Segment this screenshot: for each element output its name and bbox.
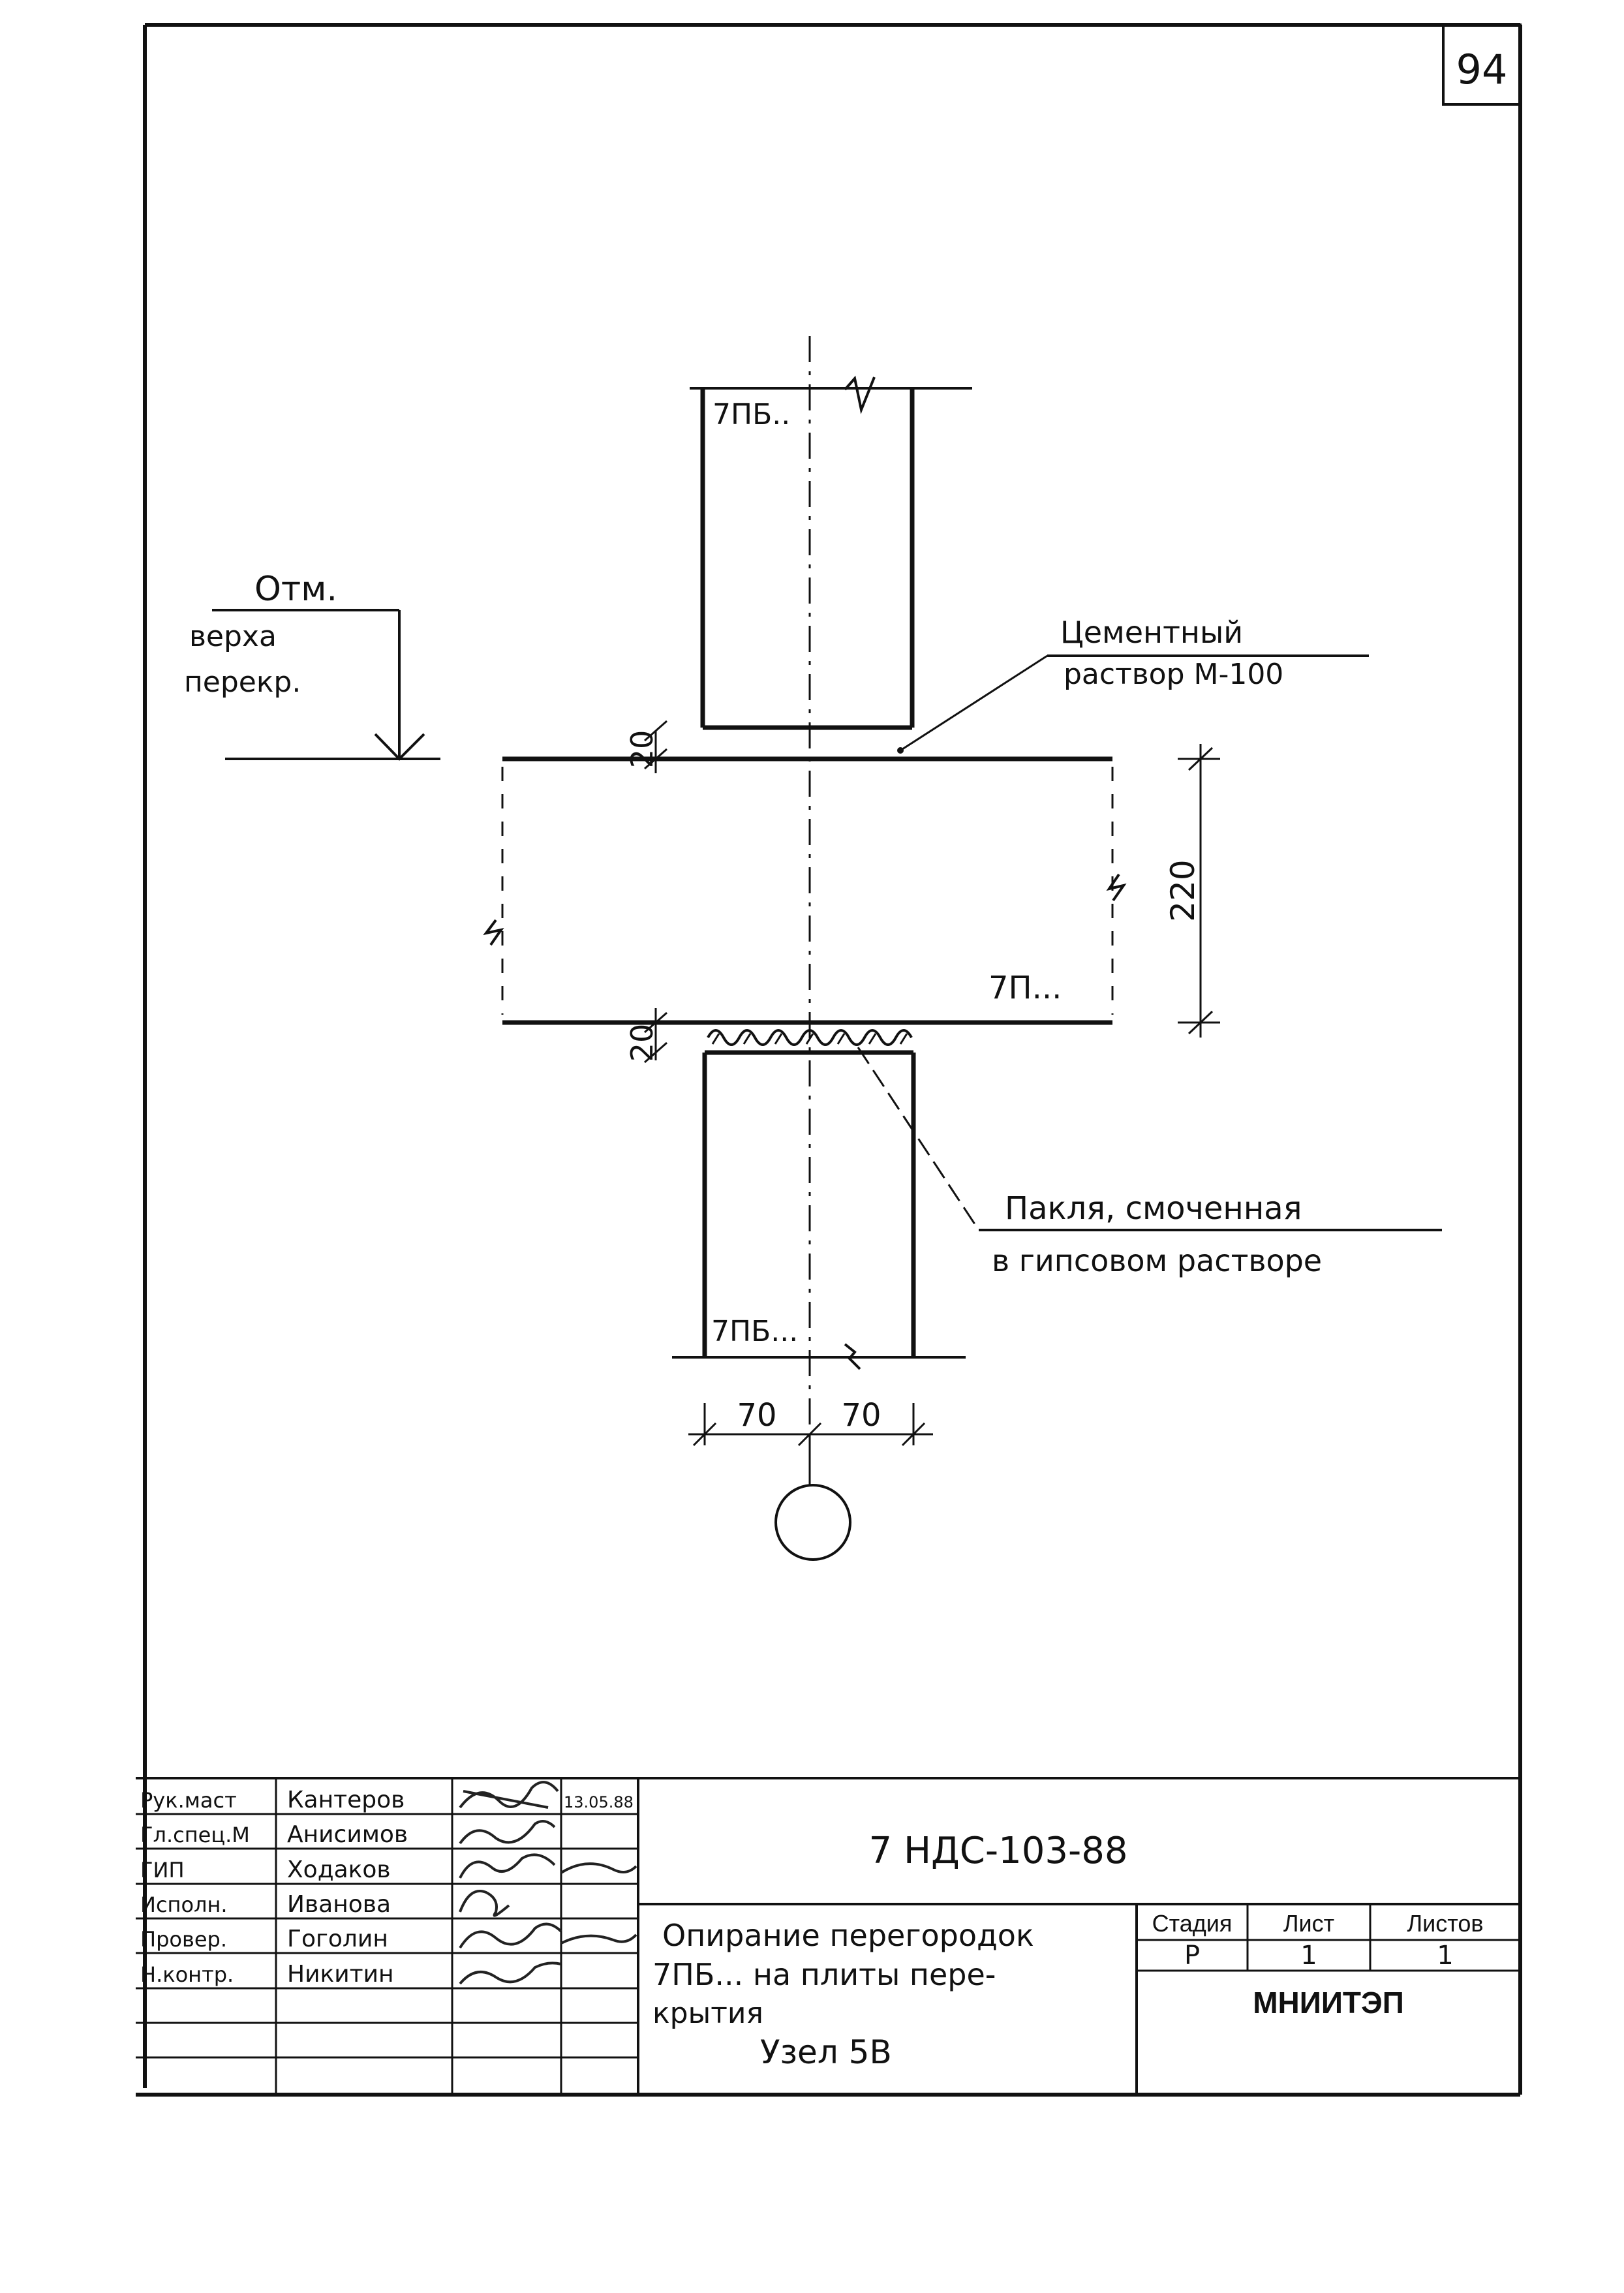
floor-slab: 7П... — [483, 756, 1127, 1025]
dim-bottom-gap: 20 — [624, 1008, 667, 1064]
role-6: Н.контр. — [140, 1962, 234, 1987]
signatures — [459, 1781, 637, 1985]
sheet-number-box: 94 — [1442, 23, 1522, 106]
dim-half-left-value: 70 — [737, 1397, 776, 1434]
dim-top-gap: 20 — [624, 720, 667, 773]
mortar-callout-line-2: раствор М-100 — [1064, 658, 1283, 691]
dim-slab-thickness-value: 220 — [1164, 859, 1202, 921]
break-mark-bottom-icon — [844, 1343, 861, 1370]
role-3: ГИП — [140, 1858, 185, 1883]
elevation-label-line-3: перекр. — [184, 666, 301, 699]
top-partition: 7ПБ.. — [690, 375, 972, 730]
surname-4: Иванова — [287, 1891, 391, 1918]
sheets-value: 1 — [1437, 1941, 1453, 1971]
date: 13.05.88 — [564, 1793, 634, 1811]
tow-callout-line-1: Пакля, смоченная — [1005, 1190, 1302, 1227]
slab-label: 7П... — [988, 970, 1062, 1006]
mortar-callout: Цементный раствор М-100 — [897, 615, 1369, 754]
title-block: Рук.маст Кантеров Гл.спец.М Анисимов ГИП… — [136, 1777, 1520, 2095]
slab-break-left-icon — [483, 919, 504, 946]
sheet-number: 94 — [1456, 46, 1508, 93]
surname-1: Кантеров — [287, 1787, 405, 1813]
stage-header: Стадия — [1152, 1910, 1233, 1937]
title-line-2: 7ПБ... на плиты пере- — [652, 1957, 996, 1992]
dim-half-right-value: 70 — [841, 1397, 881, 1434]
organization: МНИИТЭП — [1253, 1986, 1404, 2020]
top-partition-label: 7ПБ.. — [712, 398, 790, 431]
role-4: Исполн. — [140, 1892, 228, 1917]
sheet-header: Лист — [1283, 1910, 1334, 1937]
role-2: Гл.спец.М — [140, 1823, 250, 1847]
section-drawing: 7ПБ.. 7П... 7ПБ... — [184, 336, 1442, 1561]
slab-break-right-icon — [1106, 873, 1127, 902]
bottom-partition-label: 7ПБ... — [711, 1315, 798, 1348]
surname-2: Анисимов — [287, 1821, 408, 1848]
tow-callout-line-2: в гипсовом растворе — [992, 1243, 1322, 1278]
elevation-label-line-1: Отм. — [254, 570, 337, 609]
stage-value: Р — [1184, 1941, 1200, 1971]
surname-6: Никитин — [287, 1961, 394, 1988]
tow-fill-hatch — [707, 1029, 913, 1046]
title-line-1: Опирание перегородок — [662, 1918, 1034, 1953]
tow-callout: Пакля, смоченная в гипсовом растворе — [857, 1047, 1442, 1278]
break-mark-icon — [844, 375, 876, 414]
sheet-value: 1 — [1300, 1941, 1317, 1971]
surname-3: Ходаков — [287, 1856, 391, 1883]
dim-top-gap-value: 20 — [624, 730, 660, 769]
surname-5: Гоголин — [287, 1926, 388, 1952]
dim-slab-thickness: 220 — [1164, 744, 1220, 1038]
sheets-header: Листов — [1407, 1910, 1484, 1937]
dim-bottom-gap-value: 20 — [624, 1024, 660, 1062]
elevation-marker: Отм. верха перекр. — [184, 570, 440, 761]
elevation-triangle-icon — [374, 733, 425, 761]
title-line-3: крытия — [652, 1997, 763, 2030]
document-code: 7 НДС-103-88 — [869, 1830, 1128, 1872]
mortar-callout-line-1: Цементный — [1060, 615, 1243, 650]
sheet-frame — [136, 23, 1522, 2097]
title-line-4: Узел 5В — [760, 2033, 892, 2071]
bottom-partition: 7ПБ... — [672, 1050, 966, 1370]
elevation-label-line-2: верха — [189, 620, 277, 653]
role-5: Провер. — [140, 1927, 227, 1952]
axis-marker-circle — [774, 1484, 851, 1561]
role-1: Рук.маст — [140, 1788, 237, 1813]
